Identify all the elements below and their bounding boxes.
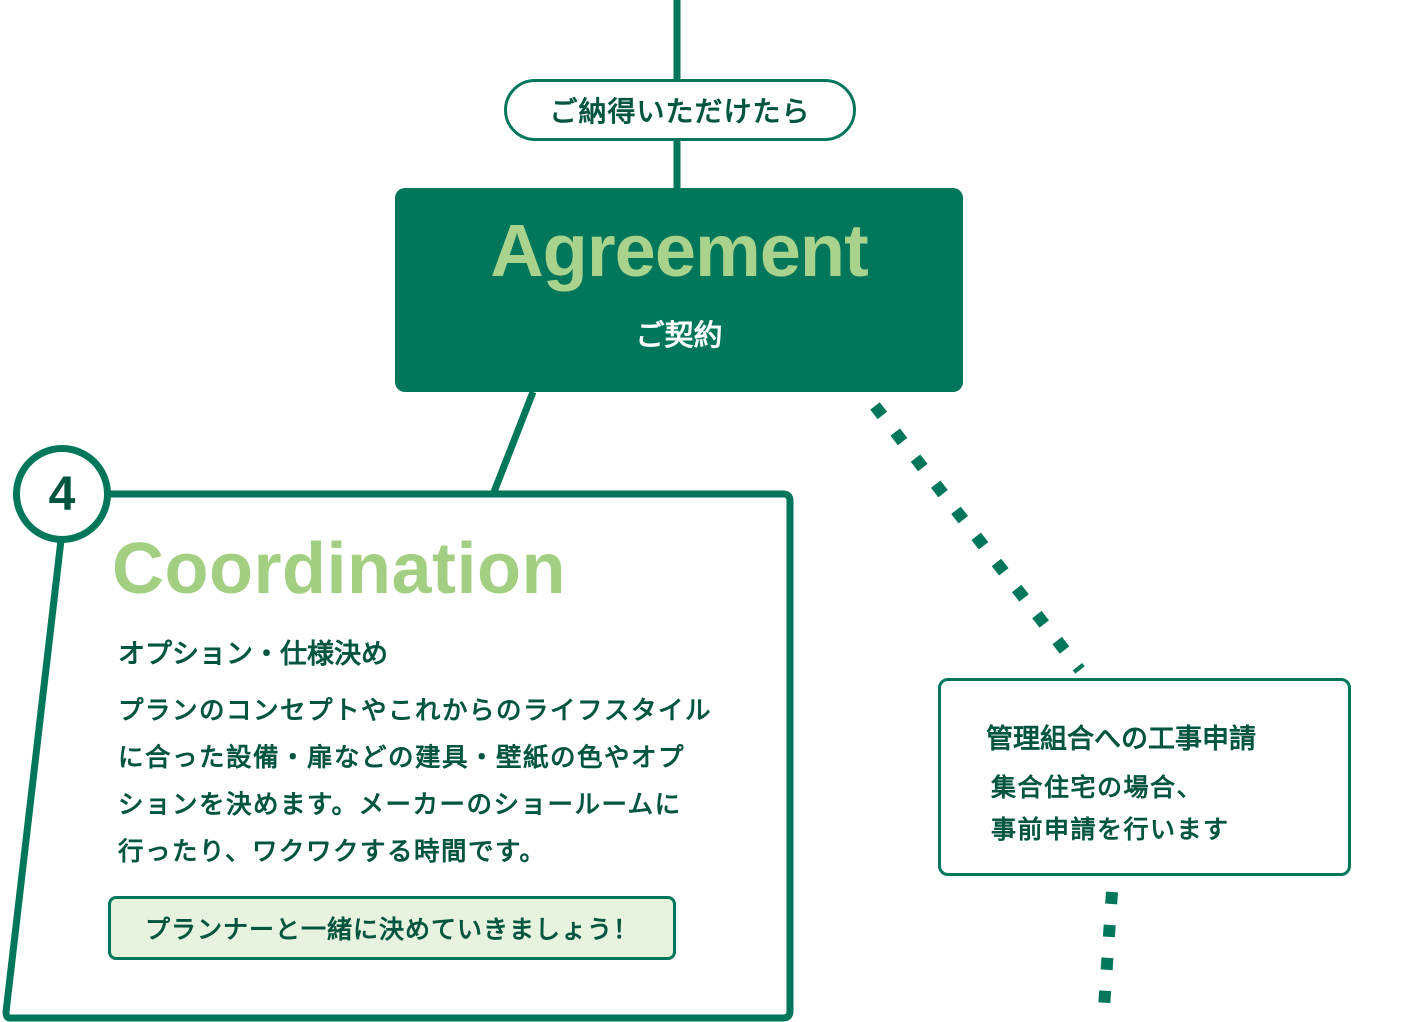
agreement-to-management-dotted-line (870, 402, 1085, 674)
step-number-badge: 4 (13, 445, 111, 543)
management-description-line: 集合住宅の場合、 (991, 773, 1204, 802)
coordination-card-outline (2, 490, 794, 1022)
management-application-box: 管理組合への工事申請 集合住宅の場合、 事前申請を行います (938, 678, 1351, 876)
management-description-line: 事前申請を行います (991, 815, 1230, 844)
description-line: 行ったり、ワクワクする時間です。 (118, 837, 547, 867)
management-description: 集合住宅の場合、 事前申請を行います (991, 767, 1230, 851)
agreement-title-en: Agreement (490, 209, 869, 292)
coordination-description: プランのコンセプトやこれからのライフスタイル に合った設備・扉などの建具・壁紙の… (118, 688, 748, 876)
description-line: に合った設備・扉などの建具・壁紙の色やオプ (118, 743, 686, 773)
management-title: 管理組合への工事申請 (986, 724, 1256, 755)
agreement-to-coordination-line (490, 390, 537, 494)
coordination-title-en: Coordination (112, 529, 566, 609)
management-down-dotted-line (1097, 891, 1118, 1022)
description-line: プランのコンセプトやこれからのライフスタイル (118, 696, 713, 726)
condition-pill: ご納得いただけたら (504, 79, 856, 141)
description-line: ションを決めます。メーカーのショールームに (118, 790, 682, 820)
planner-callout: プランナーと一緒に決めていきましょう！ (108, 896, 676, 960)
agreement-box: Agreement ご契約 (395, 188, 963, 392)
coordination-subtitle: オプション・仕様決め (118, 639, 388, 670)
agreement-title-jp: ご契約 (635, 318, 723, 352)
